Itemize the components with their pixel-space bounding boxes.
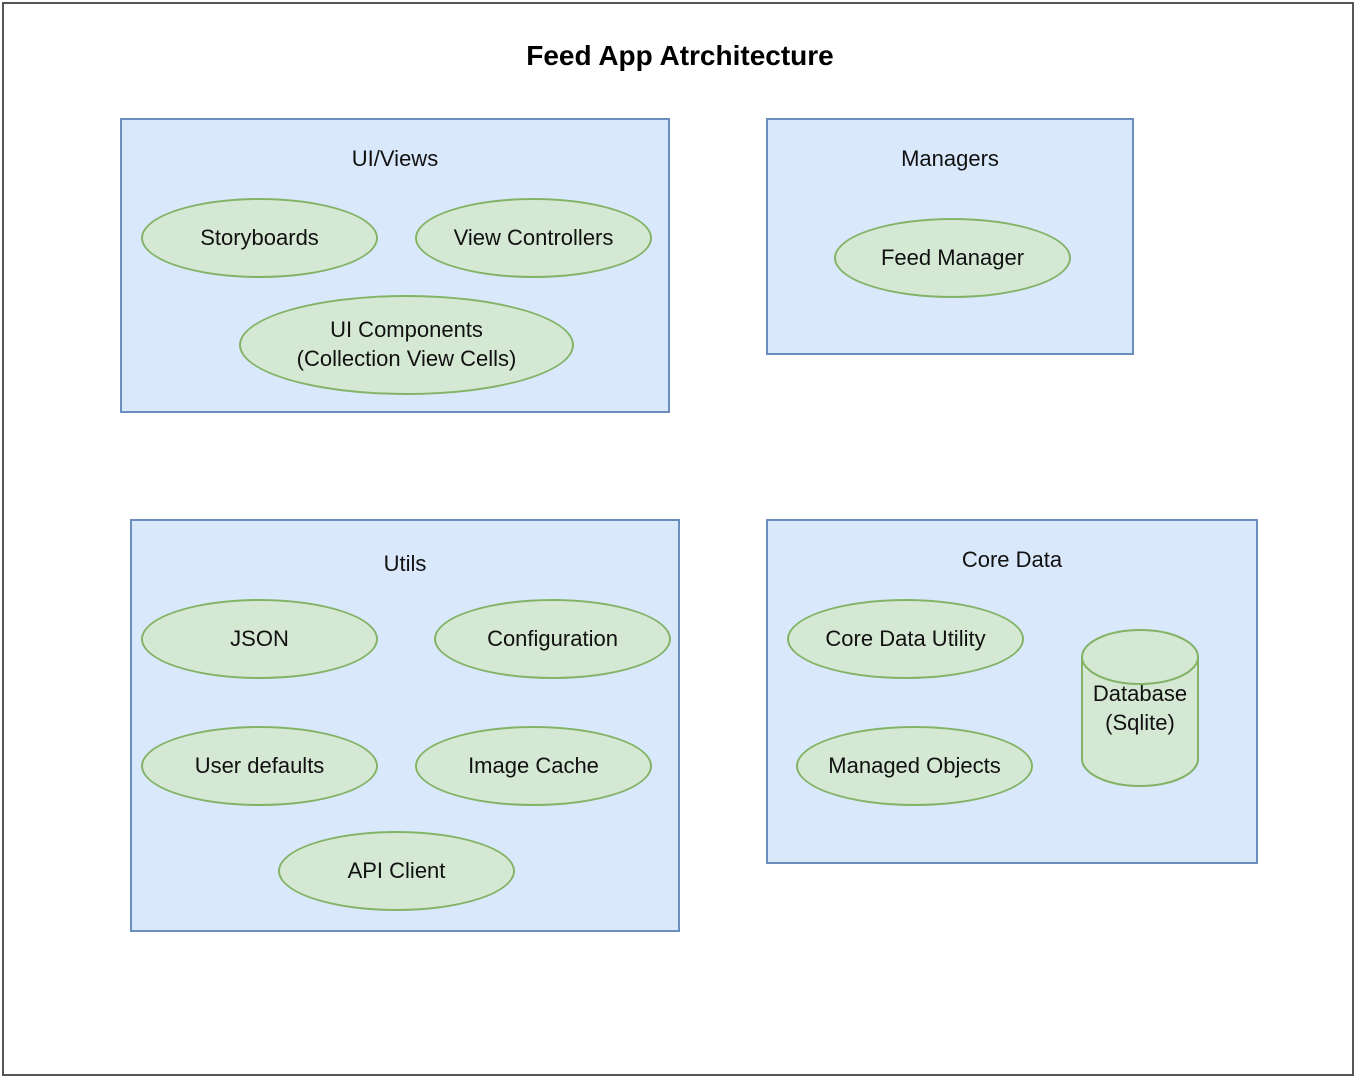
group-managers-label: Managers <box>901 146 999 171</box>
group-managers: Managers Feed Manager <box>766 118 1134 355</box>
group-ui-views: UI/Views Storyboards View Controllers UI… <box>120 118 670 413</box>
node-storyboards: Storyboards <box>141 198 378 278</box>
node-managed-objects: Managed Objects <box>796 726 1033 806</box>
node-ui-components: UI Components (Collection View Cells) <box>239 295 574 395</box>
database-cylinder: Database (Sqlite) <box>1080 628 1200 788</box>
node-view-controllers: View Controllers <box>415 198 652 278</box>
group-utils-label: Utils <box>383 551 427 576</box>
group-ui-views-label: UI/Views <box>351 146 439 171</box>
node-user-defaults: User defaults <box>141 726 378 806</box>
database-icon <box>1081 629 1199 787</box>
node-feed-manager: Feed Manager <box>834 218 1071 298</box>
node-core-data-utility: Core Data Utility <box>787 599 1024 679</box>
node-json: JSON <box>141 599 378 679</box>
node-configuration: Configuration <box>434 599 671 679</box>
node-image-cache: Image Cache <box>415 726 652 806</box>
diagram-title: Feed App Atrchitecture <box>526 40 834 71</box>
group-core-data-label: Core Data <box>961 547 1063 572</box>
database-label: Database (Sqlite) <box>1092 681 1188 735</box>
node-api-client: API Client <box>278 831 515 911</box>
group-core-data: Core Data Core Data Utility Managed Obje… <box>766 519 1258 864</box>
group-utils: Utils JSON Configuration User defaults I… <box>130 519 680 932</box>
